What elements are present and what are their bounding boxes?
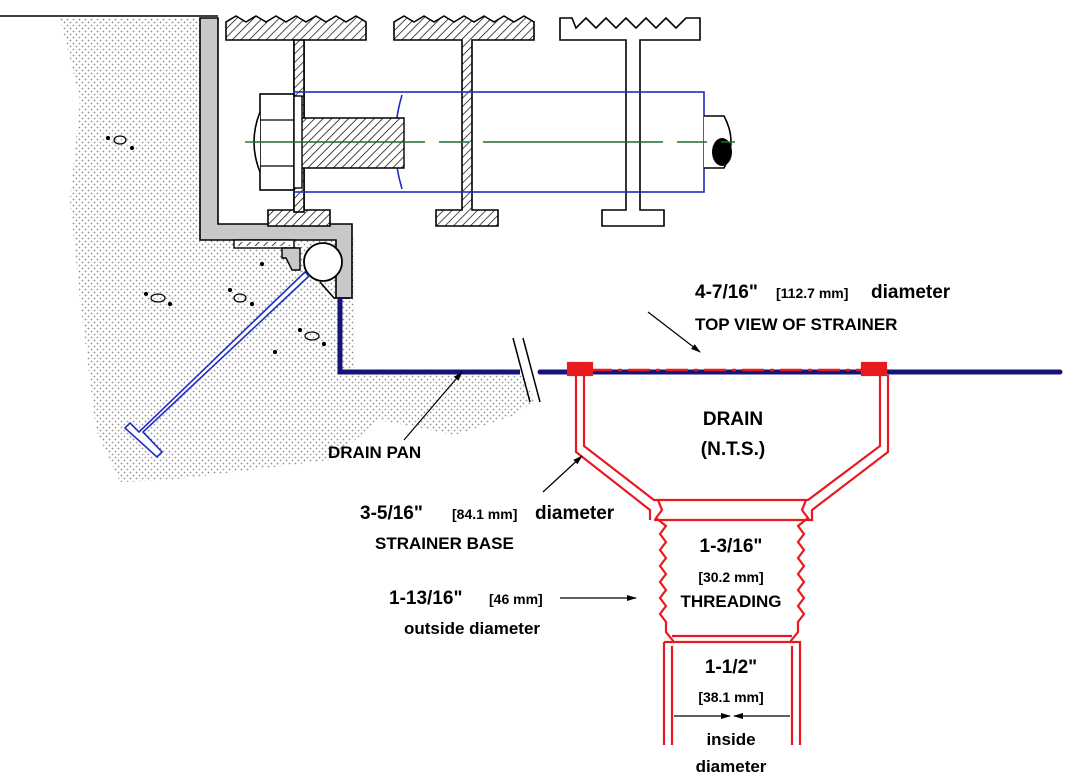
anchor-bead [303, 242, 343, 282]
threading-dim: 1-3/16" [700, 536, 763, 557]
drain-nts: (N.T.S.) [701, 439, 765, 460]
leader-lines [403, 311, 790, 719]
strainer-base-desc: STRAINER BASE [375, 534, 514, 553]
top-view-word: diameter [871, 282, 951, 303]
break-marks [512, 337, 541, 403]
thread-left [654, 499, 675, 643]
inside-word1: inside [706, 730, 755, 749]
threading-mm: [30.2 mm] [698, 569, 763, 585]
aggregate-marks [105, 135, 327, 355]
top-view-desc: TOP VIEW OF STRAINER [695, 315, 897, 334]
outside-mm: [46 mm] [489, 591, 543, 607]
inside-dim: 1-1/2" [705, 657, 757, 678]
channel-hook [319, 281, 350, 299]
thread-right [789, 499, 810, 643]
top-view-dim: 4-7/16" [695, 282, 758, 303]
drain-title: DRAIN [703, 409, 763, 430]
channel-hatch [238, 242, 290, 246]
inside-mm: [38.1 mm] [698, 689, 763, 705]
channel-tab [281, 247, 301, 271]
outside-dim: 1-13/16" [389, 588, 462, 609]
inside-word2: diameter [696, 757, 767, 776]
strainer-base-dim: 3-5/16" [360, 503, 423, 524]
drain-pan-label: DRAIN PAN [328, 443, 421, 462]
strainer-base-mm: [84.1 mm] [452, 506, 517, 522]
threading-desc: THREADING [680, 592, 781, 611]
drain-pan-left [337, 298, 520, 375]
grating-bar-3 [559, 16, 701, 227]
drain-body [566, 361, 890, 745]
strainer-base-word: diameter [535, 503, 615, 524]
outside-desc: outside diameter [404, 619, 540, 638]
bolt-assembly [245, 91, 735, 193]
inside-pipe [662, 646, 802, 745]
grating-bar-2 [393, 15, 535, 227]
anchor-rod [123, 270, 311, 459]
top-view-mm: [112.7 mm] [776, 285, 848, 301]
